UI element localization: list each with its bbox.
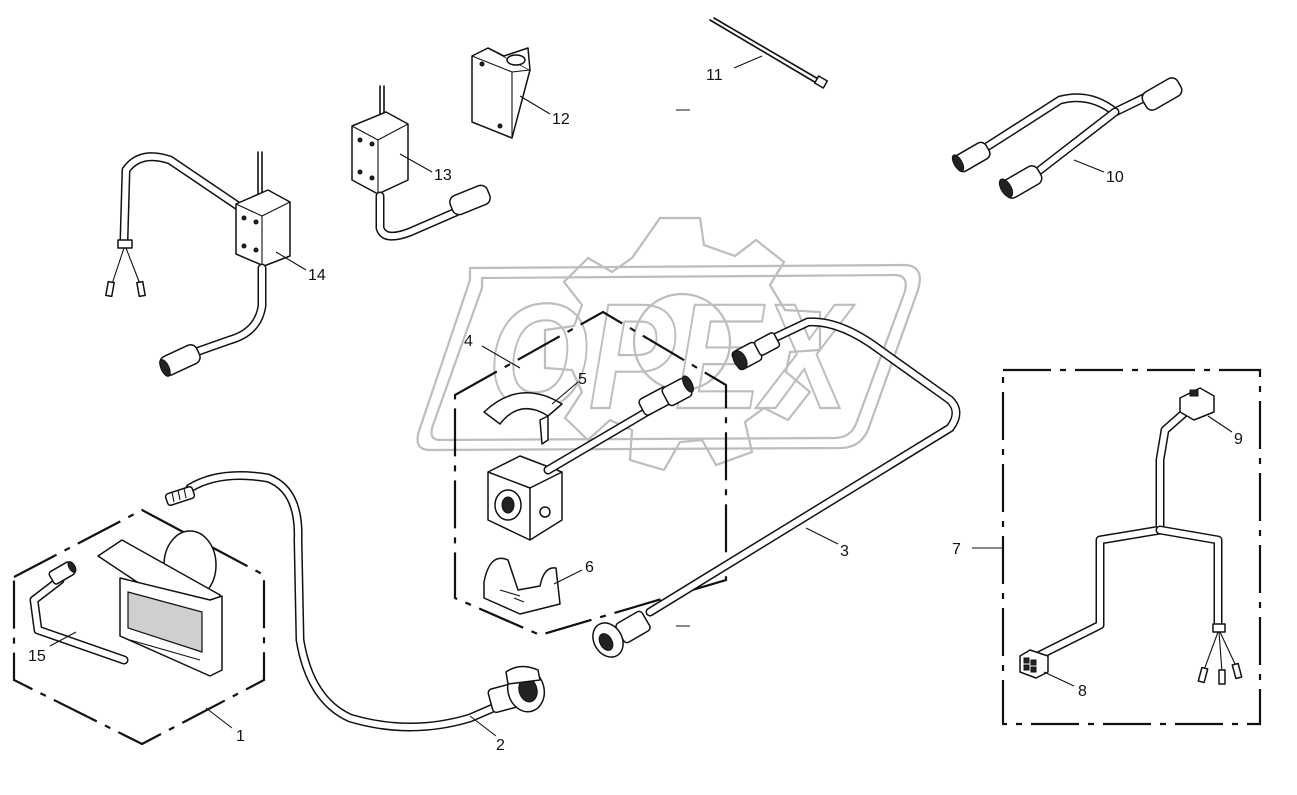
callout-9: 9 [1207,415,1243,448]
receiver-14-connector-icon [159,344,201,377]
callout-8: 8 [1043,671,1087,700]
bracket-12 [471,47,531,139]
monitor-assembly [12,508,266,746]
callout-3: 3 [805,527,849,560]
callout-4: 4 [464,333,521,369]
harness-assembly [1001,368,1262,726]
callout-5: 5 [551,371,587,405]
callout-15: 15 [28,631,77,665]
svg-text:1: 1 [236,728,245,745]
monitor-group-boundary [12,508,266,746]
callout-14: 14 [275,251,326,284]
svg-text:6: 6 [585,559,594,576]
callout-6: 6 [553,559,594,585]
svg-text:2: 2 [496,737,505,754]
svg-text:12: 12 [552,111,570,128]
callout-7: 7 [952,541,1002,558]
svg-text:7: 7 [952,541,961,558]
cable-tie-11 [709,17,829,89]
svg-text:10: 10 [1106,169,1124,186]
harness-connector-8-icon [1019,649,1049,679]
cable-2-plug-icon [164,485,196,507]
y-cable-connector-a-icon [951,141,991,173]
svg-text:15: 15 [28,648,46,665]
callout-10: 10 [1073,159,1124,186]
y-cable-connector-b-icon [998,165,1043,199]
callout-11: 11 [706,55,763,84]
harness-group-boundary [1001,368,1262,726]
watermark-frame-inner [430,273,907,442]
cable-2-socket-icon [487,665,546,714]
svg-text:8: 8 [1078,683,1087,700]
svg-text:13: 13 [434,167,452,184]
svg-text:3: 3 [840,543,849,560]
extension-cable-2 [164,471,546,732]
camera-group-boundary [453,310,728,637]
receiver-14 [105,151,291,377]
harness-wire-ends-icon [1197,623,1243,685]
camera-assembly [453,310,728,637]
harness-connector-9-icon [1179,387,1215,421]
watermark-text: OPEX [488,272,855,440]
watermark-frame [416,263,921,452]
transmitter-13 [351,85,491,241]
callout-13: 13 [399,153,452,184]
watermark: OPEX [416,216,921,472]
y-cable-10 [951,77,1183,199]
cable-3-top-connector-icon [731,332,781,371]
cable-15-connector-icon [48,561,77,585]
camera-sunshade [483,392,563,425]
camera-bracket [483,557,561,615]
callouts: 1 2 3 4 5 6 7 8 [28,55,1243,754]
y-cable-connector-c-icon [1141,77,1183,111]
callout-2: 2 [469,715,505,754]
extension-cable-3 [592,317,961,658]
camera-connector-icon [638,375,695,416]
svg-text:11: 11 [706,67,723,84]
cable-3-bottom-connector-icon [592,610,651,658]
monitor-screen [127,591,203,653]
svg-text:4: 4 [464,333,473,350]
callout-12: 12 [519,95,570,128]
svg-text:14: 14 [308,267,326,284]
receiver-14-wire-ends-icon [105,239,146,298]
transmitter-13-connector-icon [449,184,491,216]
callout-1: 1 [205,707,245,745]
svg-text:9: 9 [1234,431,1243,448]
svg-text:5: 5 [578,371,587,388]
